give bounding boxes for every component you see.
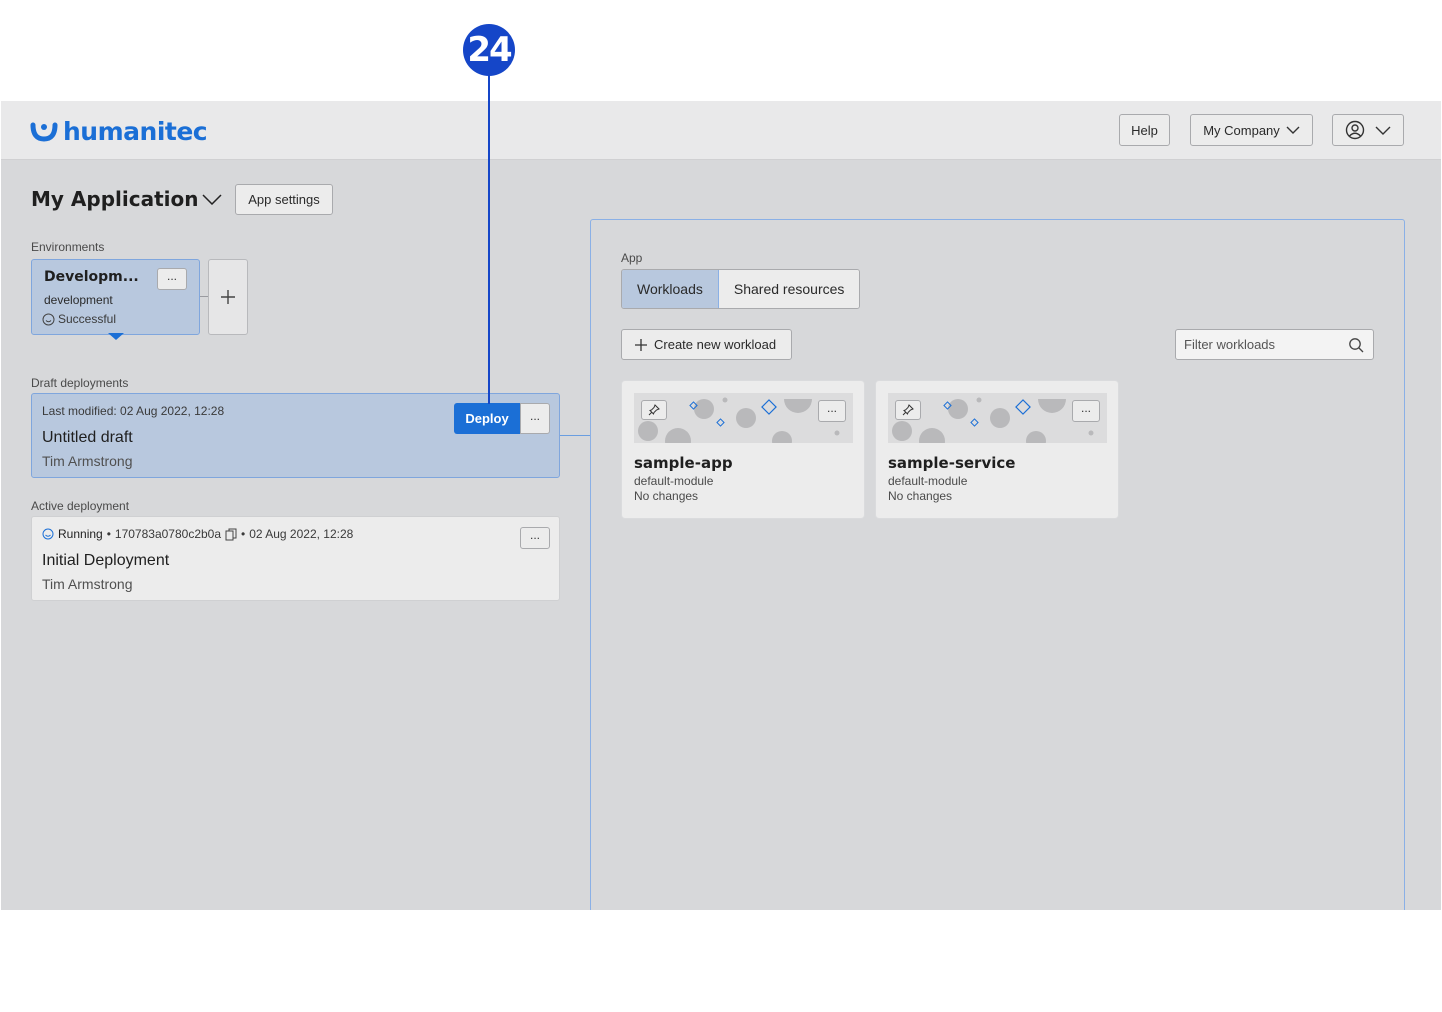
app-settings-label: App settings: [248, 192, 320, 207]
environment-name: Developm...: [44, 269, 139, 285]
app-window: humanitec Help My Company My Application…: [1, 101, 1441, 910]
chevron-down-icon: [1375, 126, 1391, 135]
tab-workloads[interactable]: Workloads: [622, 270, 719, 308]
pin-workload-button[interactable]: [895, 400, 921, 420]
filter-placeholder: Filter workloads: [1184, 337, 1276, 352]
top-header: humanitec Help My Company: [1, 101, 1441, 160]
logo-icon: [30, 122, 58, 142]
app-title-dropdown[interactable]: My Application: [31, 187, 223, 211]
app-panel-label: App: [621, 251, 643, 265]
active-deployment-label: Active deployment: [31, 499, 130, 513]
filter-workloads-input[interactable]: Filter workloads: [1175, 329, 1374, 360]
active-deployment-title: Initial Deployment: [42, 552, 170, 569]
environment-status: Successful: [42, 312, 116, 326]
workload-module: default-module: [634, 474, 714, 488]
active-deployment-author: Tim Armstrong: [42, 576, 133, 592]
pin-icon: [648, 404, 660, 416]
create-workload-button[interactable]: Create new workload: [621, 329, 792, 360]
workload-changes: No changes: [888, 489, 953, 503]
tab-shared-resources-label: Shared resources: [733, 281, 845, 297]
workload-card[interactable]: ... sample-app default-module No changes: [621, 380, 865, 519]
user-menu-button[interactable]: [1332, 114, 1404, 146]
help-button[interactable]: Help: [1119, 114, 1170, 146]
plus-icon: [635, 338, 647, 351]
search-icon: [1349, 338, 1364, 353]
draft-title: Untitled draft: [42, 429, 133, 446]
app-panel: App Workloads Shared resources Create ne…: [590, 219, 1405, 910]
active-deployment-card[interactable]: Running • 170783a0780c2b0a • 02 Aug 2022…: [31, 516, 560, 601]
last-modified: Last modified: 02 Aug 2022, 12:28: [42, 404, 225, 418]
running-icon: [42, 528, 54, 540]
workload-thumbnail: ...: [634, 393, 853, 443]
workload-card[interactable]: ... sample-service default-module No cha…: [875, 380, 1119, 519]
decorative-pattern: [892, 397, 1094, 443]
company-label: My Company: [1203, 122, 1280, 138]
environments-label: Environments: [31, 240, 105, 254]
deployment-id: 170783a0780c2b0a: [114, 527, 222, 541]
user-avatar-icon: [1345, 120, 1365, 140]
environment-id: development: [44, 293, 113, 307]
logo-text: humanitec: [63, 117, 208, 146]
separator: •: [241, 527, 246, 541]
workload-name: sample-app: [634, 454, 733, 472]
pin-icon: [902, 404, 914, 416]
app-settings-button[interactable]: App settings: [235, 184, 333, 215]
workload-changes: No changes: [634, 489, 699, 503]
create-workload-label: Create new workload: [654, 337, 777, 352]
plus-icon: [221, 290, 235, 304]
workload-module: default-module: [888, 474, 968, 488]
help-label: Help: [1131, 122, 1158, 138]
chevron-down-icon: [202, 194, 223, 205]
separator: •: [106, 527, 111, 541]
tab-shared-resources[interactable]: Shared resources: [718, 270, 860, 308]
copy-icon[interactable]: [225, 528, 237, 541]
decorative-pattern: [638, 397, 840, 443]
workload-more-button[interactable]: ...: [818, 400, 846, 422]
callout-badge: 24: [463, 24, 515, 76]
active-more-button[interactable]: ...: [520, 527, 550, 549]
add-environment-button[interactable]: [208, 259, 248, 335]
workload-thumbnail: ...: [888, 393, 1107, 443]
workload-name: sample-service: [888, 454, 1016, 472]
selected-environment-pointer: [108, 333, 124, 340]
status-smile-icon: [42, 313, 55, 325]
tab-workloads-label: Workloads: [637, 281, 703, 297]
chevron-down-icon: [1286, 126, 1300, 134]
connector-line: [200, 296, 208, 297]
app-title: My Application: [31, 187, 199, 211]
draft-more-button[interactable]: ...: [520, 403, 550, 434]
environment-card[interactable]: Developm... ... development Successful: [31, 259, 200, 335]
deploy-label: Deploy: [465, 411, 509, 426]
company-dropdown[interactable]: My Company: [1190, 114, 1313, 146]
humanitec-logo[interactable]: humanitec: [29, 117, 208, 146]
running-status: Running: [58, 527, 103, 541]
environment-more-button[interactable]: ...: [157, 268, 187, 290]
connector-line: [560, 435, 590, 436]
deployment-date: 02 Aug 2022, 12:28: [249, 527, 354, 541]
active-deployment-meta: Running • 170783a0780c2b0a • 02 Aug 2022…: [42, 527, 353, 541]
workload-tabs: Workloads Shared resources: [621, 269, 861, 309]
callout-line: [488, 74, 490, 404]
draft-deployment-card[interactable]: Last modified: 02 Aug 2022, 12:28 Untitl…: [31, 393, 560, 478]
pin-workload-button[interactable]: [641, 400, 667, 420]
draft-deployments-label: Draft deployments: [31, 376, 129, 390]
environment-status-text: Successful: [58, 312, 117, 326]
workload-more-button[interactable]: ...: [1072, 400, 1100, 422]
deploy-button[interactable]: Deploy: [454, 403, 520, 434]
draft-author: Tim Armstrong: [42, 453, 133, 469]
